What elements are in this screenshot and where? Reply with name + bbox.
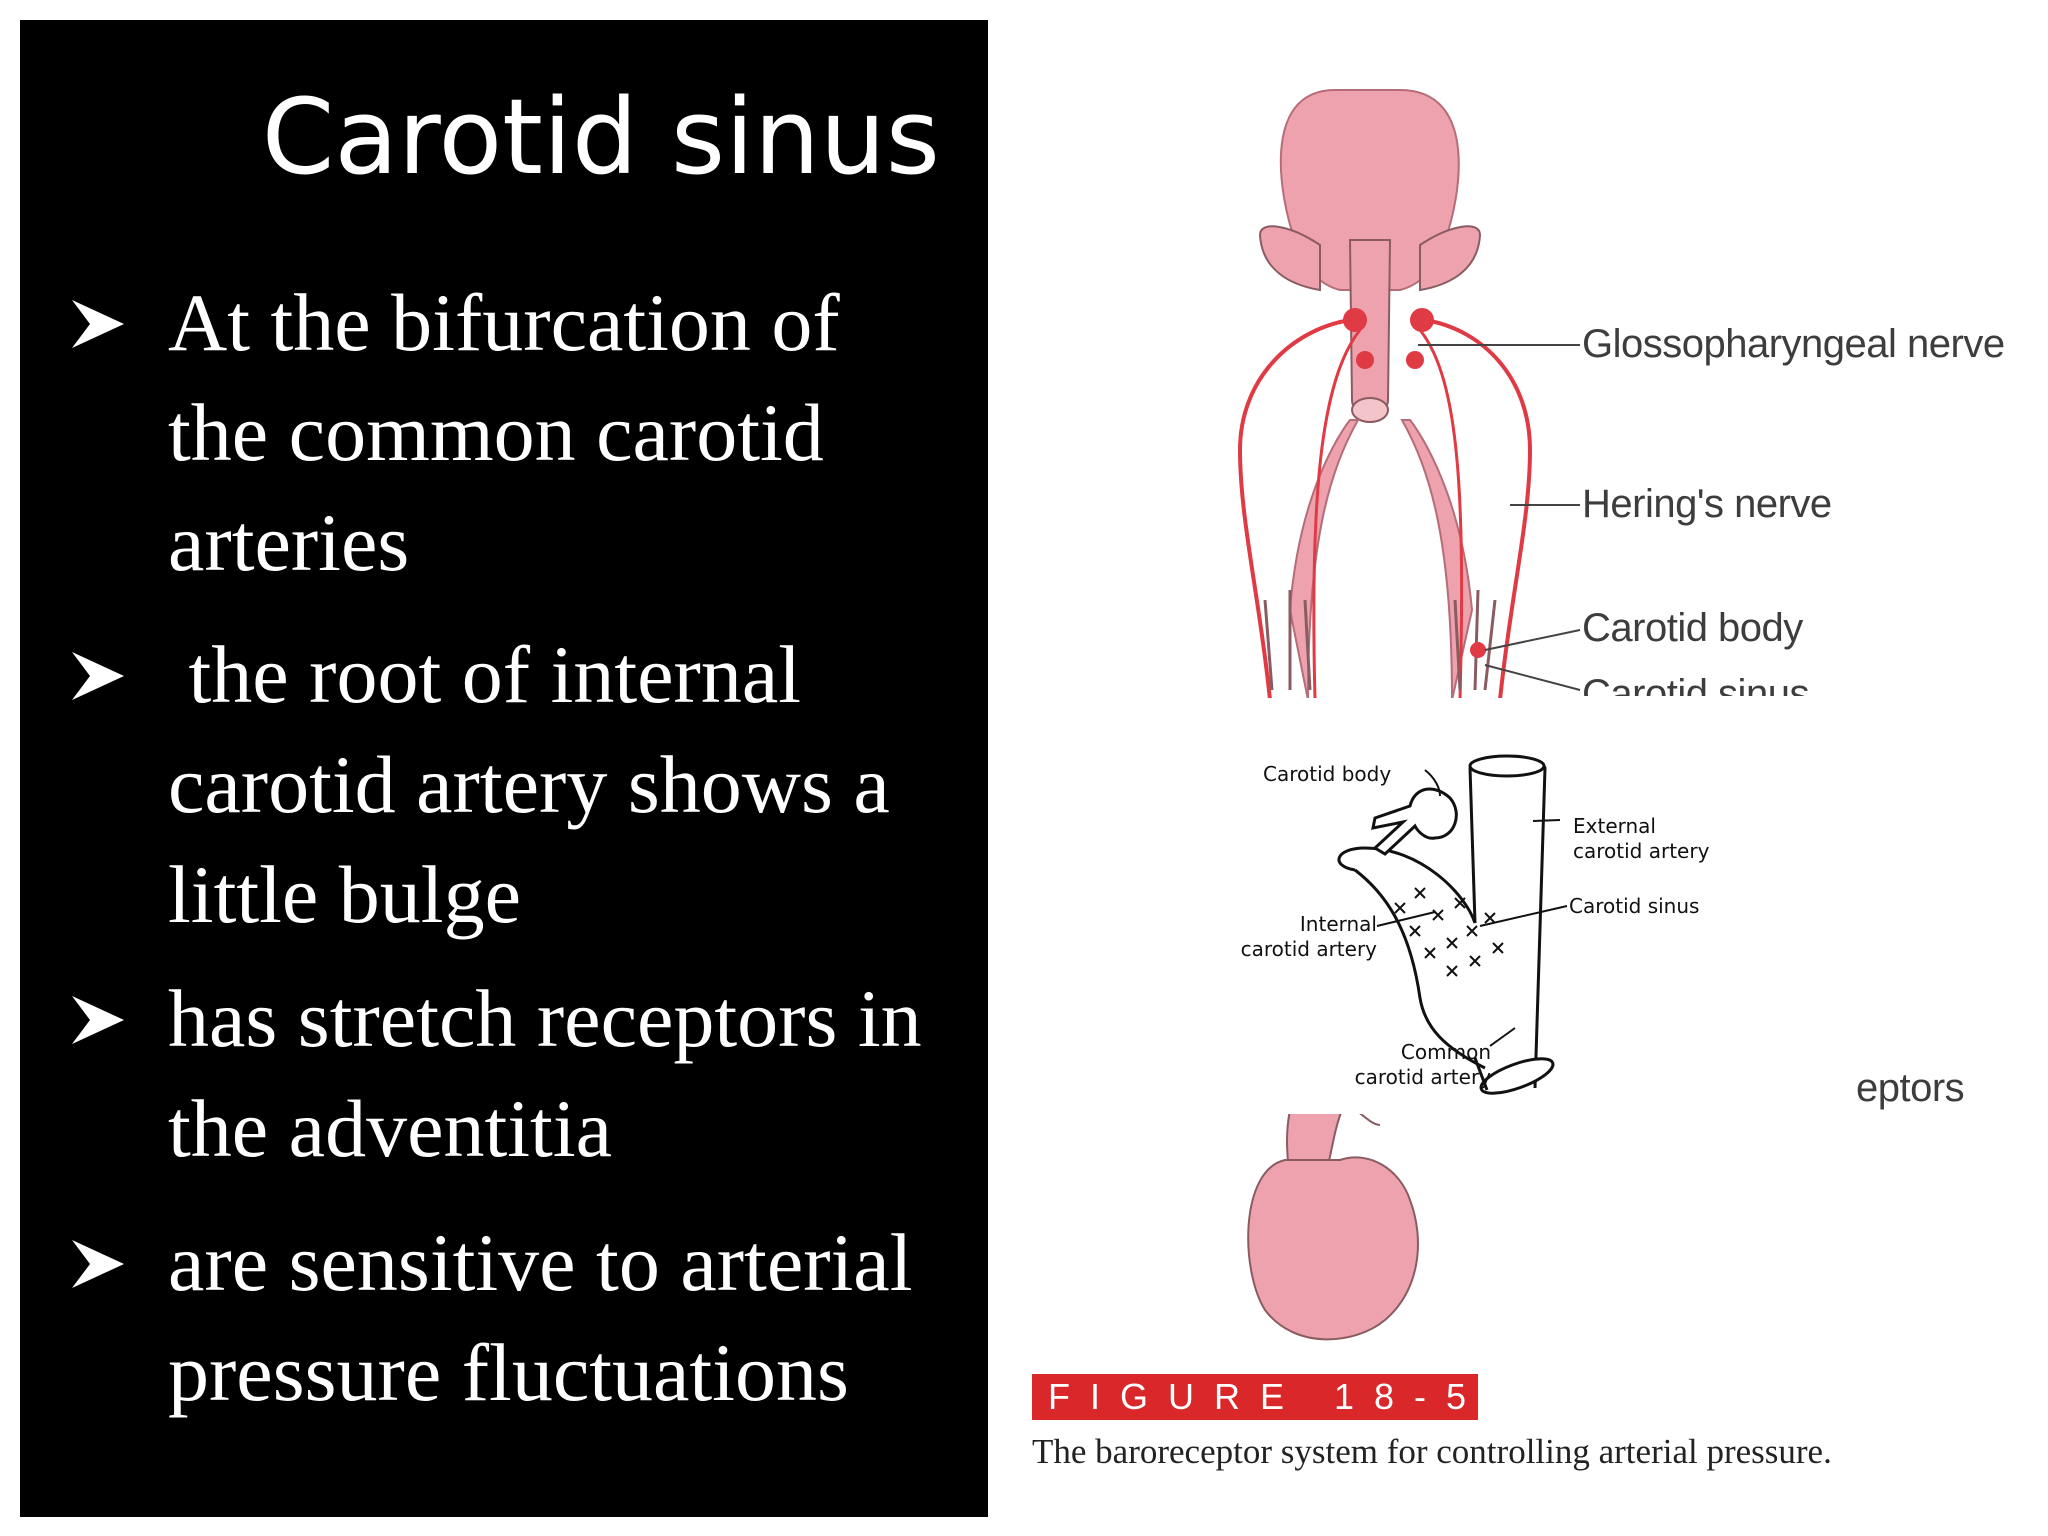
bullet-line: has stretch receptors in — [168, 973, 922, 1064]
anatomy-illustration — [1237, 89, 1581, 1341]
bullet-list: At the bifurcation of the common carotid a… — [20, 20, 988, 1517]
bullet-line: little bulge — [168, 849, 521, 940]
bullet-item: has stretch receptors in the adventitia — [50, 964, 1000, 1194]
inset-label-external-carotid: External carotid artery — [1573, 814, 1710, 863]
baroreceptor-figure: Glossopharyngeal nerve Hering's nerve Ca… — [990, 0, 2048, 1536]
bullet-item: the root of internal carotid artery shows… — [50, 620, 1000, 960]
bullet-line: the root of internal — [168, 629, 802, 720]
bullet-line: the common carotid — [168, 387, 824, 478]
arrow-bullet-icon — [72, 996, 124, 1044]
bullet-line: carotid artery shows a — [168, 739, 890, 830]
label-carotid-body: Carotid body — [1582, 606, 1803, 650]
slide-title: Carotid sinus — [261, 76, 940, 198]
bullet-item: At the bifurcation of the common carotid a… — [50, 268, 1000, 608]
inset-label-internal-carotid: Internal carotid artery — [1240, 912, 1377, 961]
brain-shape — [1279, 89, 1460, 291]
slide-text-panel: Carotid sinus At the bifurcation of the c… — [20, 20, 988, 1517]
carotid-sinus-inset: Carotid body External carotid artery Car… — [1235, 698, 1815, 1114]
figure-number-banner: FIGURE 18-5 — [1032, 1374, 1478, 1420]
label-glossopharyngeal-nerve: Glossopharyngeal nerve — [1582, 322, 2005, 366]
arrow-bullet-icon — [72, 1240, 124, 1288]
heart-shape — [1247, 1156, 1419, 1341]
bullet-line: are sensitive to arterial — [168, 1217, 913, 1308]
inset-diagram — [1337, 754, 1568, 1095]
arrow-bullet-icon — [72, 652, 124, 700]
inset-label-carotid-sinus: Carotid sinus — [1569, 894, 1700, 918]
figure-caption: The baroreceptor system for controlling … — [1032, 1432, 1832, 1471]
bullet-line: arteries — [168, 497, 410, 588]
label-herings-nerve: Hering's nerve — [1582, 482, 1832, 526]
arrow-bullet-icon — [72, 300, 124, 348]
inset-label-common-carotid: Common carotid artery — [1354, 1040, 1491, 1089]
label-carotid-sinus-clipped: Carotid sinus — [1582, 672, 1809, 696]
stretch-receptor-marks — [1394, 887, 1504, 977]
bullet-line: At the bifurcation of — [168, 277, 840, 368]
bullet-item: are sensitive to arterial pressure fluctu… — [50, 1208, 1000, 1438]
bullet-line: the adventitia — [168, 1083, 612, 1174]
inset-label-carotid-body: Carotid body — [1263, 762, 1392, 786]
bullet-line: pressure fluctuations — [168, 1327, 849, 1418]
label-receptors-partial: eptors — [1856, 1066, 1965, 1110]
